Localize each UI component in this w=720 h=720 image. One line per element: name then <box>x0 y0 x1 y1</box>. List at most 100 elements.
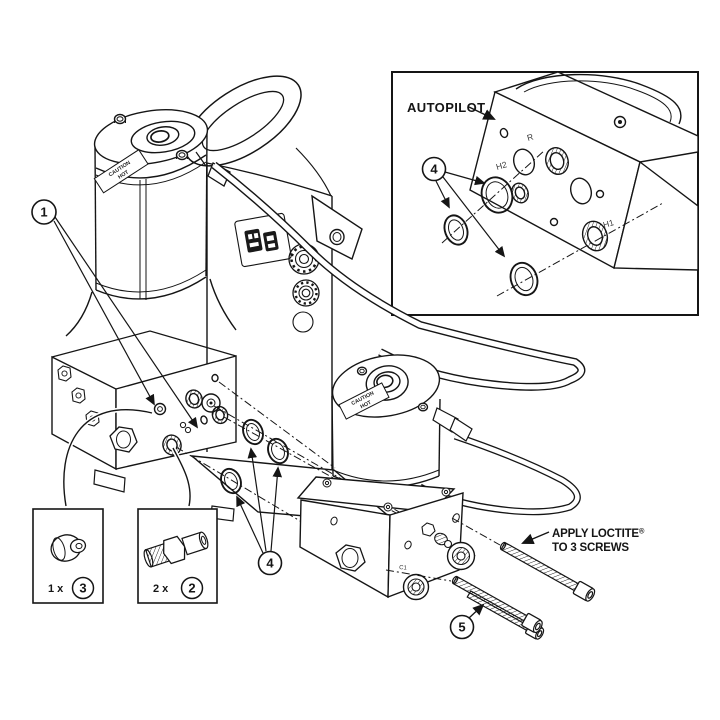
port-tiny-a <box>179 421 187 429</box>
port-label-h1: H1 <box>602 217 615 230</box>
inset-callout4-number: 4 <box>430 162 438 177</box>
port-threaded-mid <box>211 405 229 425</box>
screw-2 <box>451 575 543 634</box>
left-motor-boss <box>130 120 196 154</box>
inset-callout4-circle <box>421 156 447 182</box>
callout1-circle <box>31 199 57 225</box>
callout-1: 1 <box>31 199 199 429</box>
right-motor-bolt-2 <box>417 402 429 412</box>
inset-callout4-arrow-1 <box>444 171 486 186</box>
inset-oring-on-port <box>480 176 514 214</box>
callout4-arrow-3 <box>236 495 264 554</box>
hydraulic-hose-upper <box>211 161 586 391</box>
right-valve-block: C1 <box>296 476 476 601</box>
callout2-number: 2 <box>188 581 195 596</box>
port-oval-small <box>200 415 208 425</box>
autopilot-manifold-block: R H2 H1 <box>469 71 699 271</box>
oring-1 <box>242 418 264 446</box>
parts-box-fitting: 2 x 2 <box>137 508 218 604</box>
leader-box-plug <box>63 409 153 507</box>
loctite-note-line1: APPLY LOCTITE® <box>552 527 645 541</box>
inset-callout4-arrow-2 <box>435 180 450 209</box>
caution-line2-right: HOT <box>360 399 373 410</box>
callout5-arrow <box>468 603 485 619</box>
main-orings <box>220 418 289 495</box>
port-threaded-upper <box>185 389 203 409</box>
parts-box-plug: 1 x 3 <box>32 508 104 604</box>
inset-hole-a <box>595 189 605 199</box>
oval-hole-left-face <box>330 516 338 526</box>
callout-4-main: 4 <box>236 447 283 576</box>
port-label-r: R <box>526 132 535 143</box>
inset-axis-line-1 <box>441 149 546 244</box>
port-grommet <box>201 393 221 413</box>
hex-plug-large <box>109 426 138 453</box>
block-marking: C1 <box>399 565 408 572</box>
mounting-bracket <box>311 194 363 260</box>
fitting-large-lower <box>402 573 430 601</box>
left-motor-bolt-1 <box>113 113 127 125</box>
fitting-qty: 2 x <box>153 583 169 595</box>
right-motor-bolt-1 <box>356 366 368 376</box>
left-valve-block <box>51 330 237 471</box>
fitting-large-right <box>446 541 476 571</box>
callout4-circle <box>257 550 283 576</box>
screw-axis-lines <box>385 517 501 582</box>
brand-label <box>234 212 292 268</box>
cable-gland-partial <box>292 311 314 333</box>
callout4-arrow-1 <box>247 447 267 552</box>
mounting-screws <box>451 541 596 640</box>
port-label-h2: H2 <box>495 159 508 172</box>
callout-5: 5 <box>449 603 485 640</box>
motor-cable-connector <box>432 407 473 442</box>
cable-gland-lower <box>292 279 320 307</box>
left-motor-bolt-2 <box>175 149 189 161</box>
left-motor: CAUTION HOT <box>65 109 237 337</box>
callout5-circle <box>449 614 475 640</box>
callout5-number: 5 <box>458 620 465 635</box>
callout2-circle <box>180 576 204 600</box>
loctite-leader <box>521 531 550 545</box>
loctite-note-line2: TO 3 SCREWS <box>552 542 629 554</box>
callout1-arrow-1 <box>53 220 155 406</box>
inset-port-r <box>512 148 536 176</box>
callout4-number: 4 <box>266 556 274 571</box>
inset-callout4-arrow-3 <box>442 176 506 258</box>
hex-plug-small-2 <box>71 387 86 404</box>
hex-plug-small-1 <box>57 365 72 382</box>
callout1-arrow-2 <box>54 216 199 429</box>
inset-oring-left <box>443 214 469 246</box>
motor-cable-loop <box>418 432 581 516</box>
oring-2 <box>267 437 289 465</box>
inset-port-h1 <box>581 220 609 252</box>
caution-line2-left: HOT <box>117 169 130 181</box>
port-top-hole <box>211 373 219 383</box>
screw-1 <box>499 541 596 602</box>
right-block-hex-plug <box>335 544 366 572</box>
fitting-part-drawing <box>143 531 209 568</box>
parts-box-leaders <box>61 407 193 507</box>
oring-3 <box>220 467 242 495</box>
autopilot-title: AUTOPILOT <box>407 100 485 115</box>
oval-hole-mid <box>404 540 412 550</box>
right-motor: CAUTION HOT <box>331 354 473 488</box>
autopilot-arrow <box>468 106 496 120</box>
plate-screws <box>322 478 451 512</box>
inset-port-small-hole <box>499 127 509 139</box>
callout3-number: 3 <box>79 581 86 596</box>
inset-port-threaded-top <box>545 147 569 175</box>
plug-qty: 1 x <box>48 583 64 595</box>
inset-hole-b <box>549 217 559 227</box>
loctite-note: APPLY LOCTITE® TO 3 SCREWS <box>521 527 645 554</box>
inset-port-plain <box>569 177 593 205</box>
callout1-number: 1 <box>40 205 47 220</box>
leader-box-fitting <box>172 447 191 507</box>
right-motor-boss <box>365 365 409 401</box>
plug-part-drawing <box>50 534 87 562</box>
callout3-circle <box>71 576 95 600</box>
oval-hole-top <box>452 513 460 523</box>
fitting-small <box>421 522 453 549</box>
callout4-arrow-2 <box>270 466 283 552</box>
